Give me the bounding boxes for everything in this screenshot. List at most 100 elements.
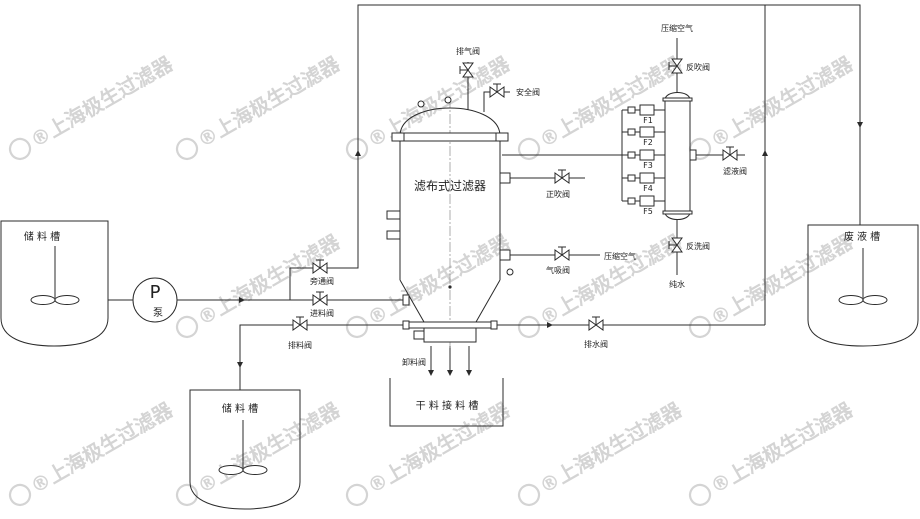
blowback-manifold: F1 F2 F3 F4 F5 (627, 92, 697, 220)
watermark-logo-icon (175, 315, 199, 339)
discharge-actuator-icon (413, 330, 425, 340)
arrow-up-icon (762, 150, 768, 156)
agitator-blade-icon (242, 465, 268, 475)
watermark-logo-icon (175, 137, 199, 161)
safety-valve-label: 安全阀 (516, 87, 540, 97)
feed-tank-bottom-vessel (189, 389, 301, 510)
watermark-text: ®上海极生过滤器 (363, 229, 514, 330)
cone-center-mark (448, 285, 452, 289)
lifting-lug-icon (417, 100, 425, 108)
vent-valve-label: 排气阀 (456, 46, 480, 56)
port-label-f5: F5 (643, 207, 653, 216)
lifting-lug-icon (444, 96, 452, 104)
bypass-valve-label: 旁通阀 (310, 276, 334, 286)
inlet-nozzle (402, 294, 410, 306)
bottom-right-nozzle (490, 320, 498, 330)
dry-material-trough: 干 料 接 料 槽 (389, 378, 504, 427)
watermark-logo-icon (517, 483, 541, 507)
watermark-logo-icon (517, 315, 541, 339)
watermark-logo-icon (345, 315, 369, 339)
arrow-right-icon (239, 297, 245, 303)
watermark-text: ®上海极生过滤器 (535, 51, 686, 152)
dry-trough-vessel (389, 378, 504, 427)
pump-symbol: P (150, 282, 161, 303)
waste-tank-label: 废 液 槽 (844, 230, 880, 243)
pure-water-label: 纯水 (669, 279, 685, 289)
waste-tank-vessel (807, 224, 919, 347)
filter-bottom-flange (407, 321, 493, 329)
pipe-drain-material-line (239, 324, 407, 390)
agitator-blade-icon (218, 465, 244, 475)
feed-tank-top: 储 料 槽 (0, 220, 109, 347)
compressed-air-top-label: 压缩空气 (661, 23, 693, 33)
flow-arrows (237, 122, 863, 376)
watermark-layer: ®上海极生过滤器 ®上海极生过滤器 ®上海极生过滤器 ®上海极生过滤器 ®上海极… (8, 51, 858, 507)
cloth-filter-vessel: 滤布式过滤器 (386, 96, 514, 350)
watermark: ®上海极生过滤器 (517, 397, 687, 507)
watermark-logo-icon (688, 315, 712, 339)
arrow-right-icon (547, 322, 553, 328)
port-label-f3: F3 (643, 161, 653, 170)
watermark-text: ®上海极生过滤器 (706, 397, 857, 498)
forward-blow-valve-label: 正吹阀 (546, 189, 570, 199)
pump: P 泵 (132, 277, 178, 323)
discharge-valve-body (423, 327, 477, 343)
watermark-text: ®上海极生过滤器 (706, 229, 857, 330)
drain-water-valve-icon (588, 316, 604, 331)
watermark-text: ®上海极生过滤器 (26, 51, 177, 152)
agitator-blade-icon (30, 295, 56, 305)
watermark-text: ®上海极生过滤器 (706, 51, 857, 152)
watermark: ®上海极生过滤器 (175, 397, 345, 507)
port-label-f1: F1 (643, 116, 653, 125)
manifold-caps (664, 92, 691, 220)
feed-valve-icon (312, 291, 328, 306)
filter-cone (399, 279, 501, 323)
feed-tank-top-label: 储 料 槽 (24, 230, 60, 243)
watermark: ®上海极生过滤器 (8, 397, 178, 507)
port-label-f2: F2 (643, 138, 653, 147)
waste-tank: 废 液 槽 (807, 224, 919, 347)
back-blow-valve-label: 反吹阀 (686, 62, 710, 72)
port-valve-f5 (639, 195, 655, 207)
watermark: ®上海极生过滤器 (345, 397, 515, 507)
arrow-down-icon (857, 122, 863, 128)
filter-top-flange (391, 132, 509, 142)
drain-material-valve-label: 排料阀 (288, 340, 312, 350)
safety-valve-icon (489, 83, 505, 98)
watermark-text: ®上海极生过滤器 (193, 397, 344, 498)
port-valve-f2 (639, 126, 655, 138)
feed-tank-bottom-label: 储 料 槽 (222, 402, 258, 415)
forward-blow-valve-icon (554, 169, 570, 184)
air-suction-valve-label: 气吸阀 (546, 265, 570, 275)
arrow-up-icon (355, 150, 361, 156)
watermark: ®上海极生过滤器 (345, 51, 515, 161)
manifold-top-flange (662, 97, 693, 102)
port-tab (627, 174, 636, 182)
watermark-logo-icon (8, 483, 32, 507)
pipe-bypass-return-to-waste-tank (289, 4, 861, 300)
watermark: ®上海极生过滤器 (175, 51, 345, 161)
arrow-down-icon (428, 370, 434, 376)
left-nozzle (386, 230, 401, 240)
discharge-valve-label: 卸料阀 (402, 357, 426, 367)
arrow-down-icon (447, 370, 453, 376)
feed-tank-bottom: 储 料 槽 (189, 389, 301, 510)
compressed-air-side-label: 压缩空气 (604, 251, 636, 261)
watermark: ®上海极生过滤器 (517, 51, 687, 161)
filtrate-valve-label: 滤液阀 (723, 166, 747, 176)
port-tab (627, 106, 636, 114)
agitator-blade-icon (862, 295, 888, 305)
manifold-outlet-nozzle (689, 149, 697, 161)
pipe-safety (483, 91, 510, 112)
flange-bolts (403, 133, 497, 141)
watermark-text: ®上海极生过滤器 (193, 51, 344, 152)
left-nozzle (386, 210, 401, 220)
discharge-arrow-shafts (430, 346, 470, 374)
watermark-text: ®上海极生过滤器 (26, 397, 177, 498)
bottom-left-nozzle (402, 320, 410, 330)
right-nozzle-forward-blow (499, 172, 511, 184)
watermark: ®上海极生过滤器 (688, 51, 858, 161)
watermark-text: ®上海极生过滤器 (363, 397, 514, 498)
port-tab (627, 197, 636, 205)
gauge-icon (506, 268, 514, 276)
